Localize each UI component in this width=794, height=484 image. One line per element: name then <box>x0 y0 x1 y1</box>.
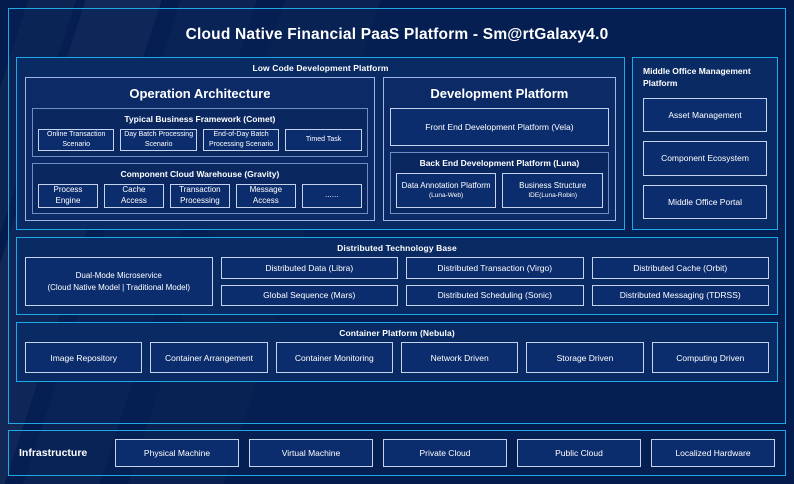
operation-architecture-panel: Operation Architecture Typical Business … <box>25 77 375 221</box>
component-cloud-warehouse-title: Component Cloud Warehouse (Gravity) <box>120 168 280 179</box>
infra-item-localized-hardware[interactable]: Localized Hardware <box>651 439 775 467</box>
ccw-item-message-access[interactable]: Message Access <box>235 183 296 208</box>
dtb-distributed-scheduling[interactable]: Distributed Scheduling (Sonic) <box>406 284 584 306</box>
middle-office-item-portal[interactable]: Middle Office Portal <box>643 184 767 219</box>
tbf-item-end-of-day-batch[interactable]: End-of-Day Batch Processing Scenario <box>202 129 280 151</box>
dtb-dual-mode-microservice[interactable]: Dual-Mode Microservice (Cloud Native Mod… <box>25 257 213 306</box>
tbf-item-online-transaction[interactable]: Online Transaction Scenario <box>38 129 115 151</box>
dtb-distributed-messaging[interactable]: Distributed Messaging (TDRSS) <box>591 284 769 306</box>
distributed-technology-base: Distributed Technology Base Dual-Mode Mi… <box>16 237 778 315</box>
infrastructure-label: Infrastructure <box>19 447 88 459</box>
cp-item-computing-driven[interactable]: Computing Driven <box>651 342 769 373</box>
tbf-item-timed-task[interactable]: Timed Task <box>285 129 362 151</box>
dtb-column-2: Distributed Transaction (Virgo) Distribu… <box>406 257 584 306</box>
back-end-item-business-structure[interactable]: Business Structure IDE(Luna-Robin) <box>502 173 604 208</box>
low-code-body: Operation Architecture Typical Business … <box>17 77 624 229</box>
distributed-technology-base-title: Distributed Technology Base <box>337 243 457 253</box>
infrastructure-bar: Infrastructure Physical Machine Virtual … <box>8 430 786 476</box>
ccw-item-transaction-processing[interactable]: Transaction Processing <box>169 183 230 208</box>
front-end-development-platform[interactable]: Front End Development Platform (Vela) <box>389 108 609 146</box>
platform-frame: Cloud Native Financial PaaS Platform - S… <box>8 8 786 424</box>
typical-business-framework-items: Online Transaction Scenario Day Batch Pr… <box>38 129 362 151</box>
infra-item-public-cloud[interactable]: Public Cloud <box>517 439 641 467</box>
page-title: Cloud Native Financial PaaS Platform - S… <box>185 26 609 43</box>
container-platform: Container Platform (Nebula) Image Reposi… <box>16 322 778 382</box>
cp-item-container-arrangement[interactable]: Container Arrangement <box>150 342 268 373</box>
dtb-distributed-data[interactable]: Distributed Data (Libra) <box>220 257 398 279</box>
dtb-column-3: Distributed Cache (Orbit) Distributed Me… <box>591 257 769 306</box>
data-annotation-sub: (Luna-Web) <box>428 192 464 200</box>
typical-business-framework-title: Typical Business Framework (Comet) <box>124 114 276 124</box>
dtb-global-sequence[interactable]: Global Sequence (Mars) <box>220 284 398 306</box>
operation-architecture-title: Operation Architecture <box>129 86 271 101</box>
ccw-item-process-engine[interactable]: Process Engine <box>38 183 98 208</box>
ccw-item-cache-access[interactable]: Cache Access <box>103 183 164 208</box>
container-platform-title: Container Platform (Nebula) <box>339 328 455 338</box>
typical-business-framework-block: Typical Business Framework (Comet) Onlin… <box>32 108 368 157</box>
infra-item-private-cloud[interactable]: Private Cloud <box>383 439 507 467</box>
data-annotation-name: Data Annotation Platform <box>401 181 491 191</box>
back-end-development-platform: Back End Development Platform (Luna) Dat… <box>389 152 609 214</box>
tbf-item-day-batch-processing[interactable]: Day Batch Processing Scenario <box>120 129 197 151</box>
infra-item-physical-machine[interactable]: Physical Machine <box>115 439 239 467</box>
ccw-item-more[interactable]: ...... <box>301 183 362 208</box>
dtb-distributed-transaction[interactable]: Distributed Transaction (Virgo) <box>406 257 584 279</box>
middle-office-item-asset-management[interactable]: Asset Management <box>643 97 767 133</box>
middle-office-item-component-ecosystem[interactable]: Component Ecosystem <box>643 141 767 176</box>
dtb-column-1: Distributed Data (Libra) Global Sequence… <box>220 257 398 306</box>
component-cloud-warehouse-items: Process Engine Cache Access Transaction … <box>38 183 362 208</box>
development-platform-title: Development Platform <box>430 86 569 101</box>
middle-office-management-platform: Middle Office Management Platform Asset … <box>632 57 778 230</box>
component-cloud-warehouse-block: Component Cloud Warehouse (Gravity) Proc… <box>32 162 368 214</box>
low-code-title: Low Code Development Platform <box>252 63 389 73</box>
top-region: Low Code Development Platform Operation … <box>16 57 778 230</box>
cp-item-container-monitoring[interactable]: Container Monitoring <box>275 342 393 373</box>
back-end-item-data-annotation[interactable]: Data Annotation Platform (Luna-Web) <box>395 173 497 208</box>
business-structure-sub: IDE(Luna-Robin) <box>528 192 578 200</box>
development-platform-panel: Development Platform Front End Developme… <box>382 77 616 221</box>
distributed-technology-base-body: Dual-Mode Microservice (Cloud Native Mod… <box>17 257 777 314</box>
container-platform-body: Image Repository Container Arrangement C… <box>17 342 777 381</box>
dtb-distributed-cache[interactable]: Distributed Cache (Orbit) <box>591 257 769 279</box>
cp-item-network-driven[interactable]: Network Driven <box>400 342 519 373</box>
development-platform-stack: Front End Development Platform (Vela) Ba… <box>389 108 609 214</box>
cp-item-image-repository[interactable]: Image Repository <box>25 342 143 373</box>
low-code-development-platform: Low Code Development Platform Operation … <box>16 57 625 230</box>
middle-office-title: Middle Office Management Platform <box>643 66 751 89</box>
infra-item-virtual-machine[interactable]: Virtual Machine <box>249 439 373 467</box>
middle-office-items: Asset Management Component Ecosystem Mid… <box>643 97 767 219</box>
cp-item-storage-driven[interactable]: Storage Driven <box>526 342 644 373</box>
back-end-items: Data Annotation Platform (Luna-Web) Busi… <box>395 173 604 208</box>
back-end-title: Back End Development Platform (Luna) <box>419 158 580 168</box>
business-structure-name: Business Structure <box>519 181 587 191</box>
